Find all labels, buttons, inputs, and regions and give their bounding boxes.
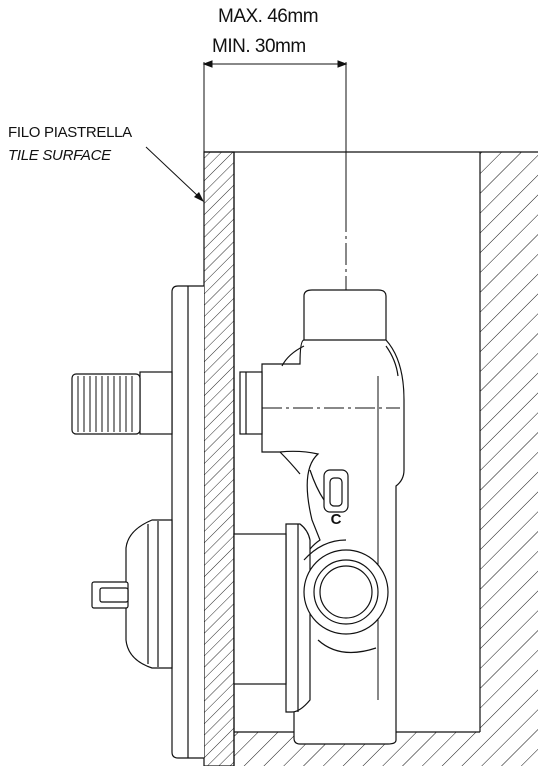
tile-surface-leader: [145, 146, 204, 202]
max-depth-label: MAX. 46mm: [218, 6, 319, 27]
diverter-knob: [71, 371, 173, 435]
tile-surface-label-italian: FILO PIASTRELLA: [8, 124, 132, 141]
min-depth-label: MIN. 30mm: [212, 36, 306, 57]
cover-plate: [171, 285, 204, 759]
valve-body: [233, 289, 405, 745]
valve-marking-letter: C: [331, 511, 342, 528]
thermostatic-handle: [91, 519, 173, 669]
wall-section: [203, 151, 538, 766]
tile-surface-label-english: TILE SURFACE: [8, 147, 111, 164]
